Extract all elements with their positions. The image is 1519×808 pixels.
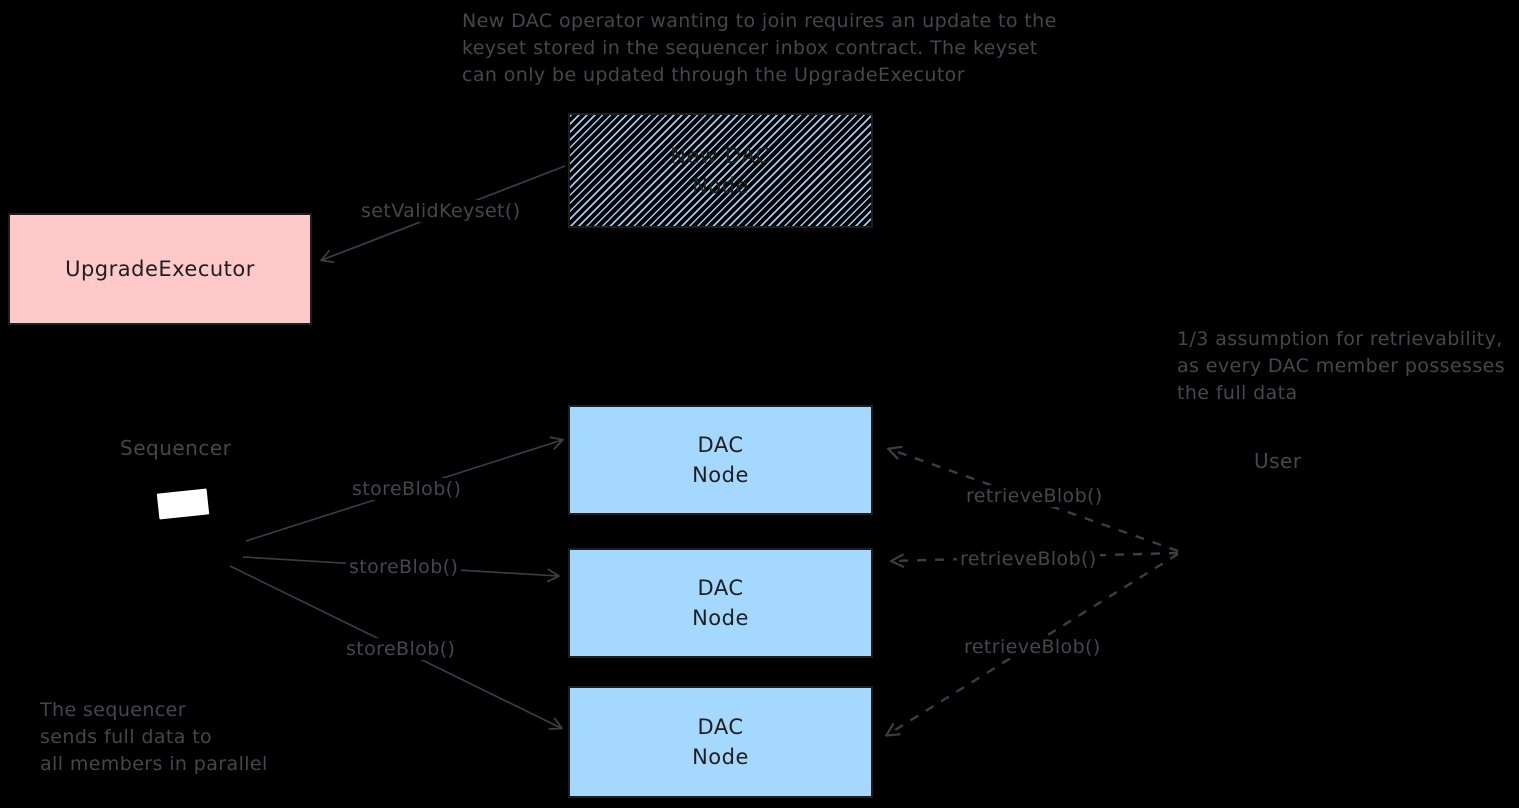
note-line: 1/3 assumption for retrievability, — [1177, 328, 1503, 350]
note-line: can only be updated through the UpgradeE… — [462, 64, 965, 86]
box-label-line: Node — [692, 606, 749, 630]
note-line: The sequencer — [40, 699, 186, 721]
box-label-line: New DAC — [670, 143, 771, 168]
retrieve-blob-label-2: retrieveBlob() — [957, 548, 1100, 570]
store-blob-label-3: storeBlob() — [343, 638, 459, 660]
store-blob-label-1: storeBlob() — [349, 478, 465, 500]
dac-node-label: DAC Node — [692, 712, 749, 772]
retrieve-blob-label-3: retrieveBlob() — [961, 636, 1104, 658]
note-line: New DAC operator wanting to join require… — [462, 10, 1057, 32]
new-dac-node-label: New DAC Node — [670, 141, 770, 201]
user-label: User — [1254, 449, 1302, 473]
box-label-line: DAC — [697, 576, 744, 600]
store-blob-label-2: storeBlob() — [346, 556, 462, 578]
dac-node-label: DAC Node — [692, 573, 749, 633]
retrieve-blob-arrow-3 — [885, 552, 1179, 737]
box-label-line: DAC — [697, 715, 744, 739]
sequencer-label: Sequencer — [120, 436, 232, 460]
upgrade-executor-box: UpgradeExecutor — [8, 213, 312, 325]
note-parallel-send: The sequencer sends full data to all mem… — [40, 697, 268, 778]
new-dac-node-box: New DAC Node — [568, 113, 873, 228]
box-label-line: Node — [692, 463, 749, 487]
sequencer-device-icon — [156, 488, 210, 520]
box-label-line: DAC — [697, 433, 744, 457]
dac-node-box-1: DAC Node — [568, 405, 873, 515]
note-retrievability: 1/3 assumption for retrievability, as ev… — [1177, 326, 1505, 407]
dac-node-box-2: DAC Node — [568, 548, 873, 658]
dac-node-box-3: DAC Node — [568, 686, 873, 798]
set-valid-keyset-label: setValidKeyset() — [358, 200, 524, 222]
note-line: as every DAC member possesses — [1177, 355, 1506, 377]
box-label-line: Node — [692, 173, 749, 198]
dac-node-label: DAC Node — [692, 430, 749, 490]
note-line: all members in parallel — [40, 753, 268, 775]
retrieve-blob-label-1: retrieveBlob() — [963, 485, 1106, 507]
upgrade-executor-label: UpgradeExecutor — [65, 257, 255, 281]
note-line: sends full data to — [40, 726, 213, 748]
retrieve-blob-arrow-1 — [886, 445, 1179, 553]
note-keyset-update: New DAC operator wanting to join require… — [462, 8, 1057, 89]
box-label-line: Node — [692, 745, 749, 769]
retrieve-blob-arrow-2 — [889, 551, 1179, 568]
note-line: keyset stored in the sequencer inbox con… — [462, 37, 1038, 59]
note-line: the full data — [1177, 382, 1298, 404]
